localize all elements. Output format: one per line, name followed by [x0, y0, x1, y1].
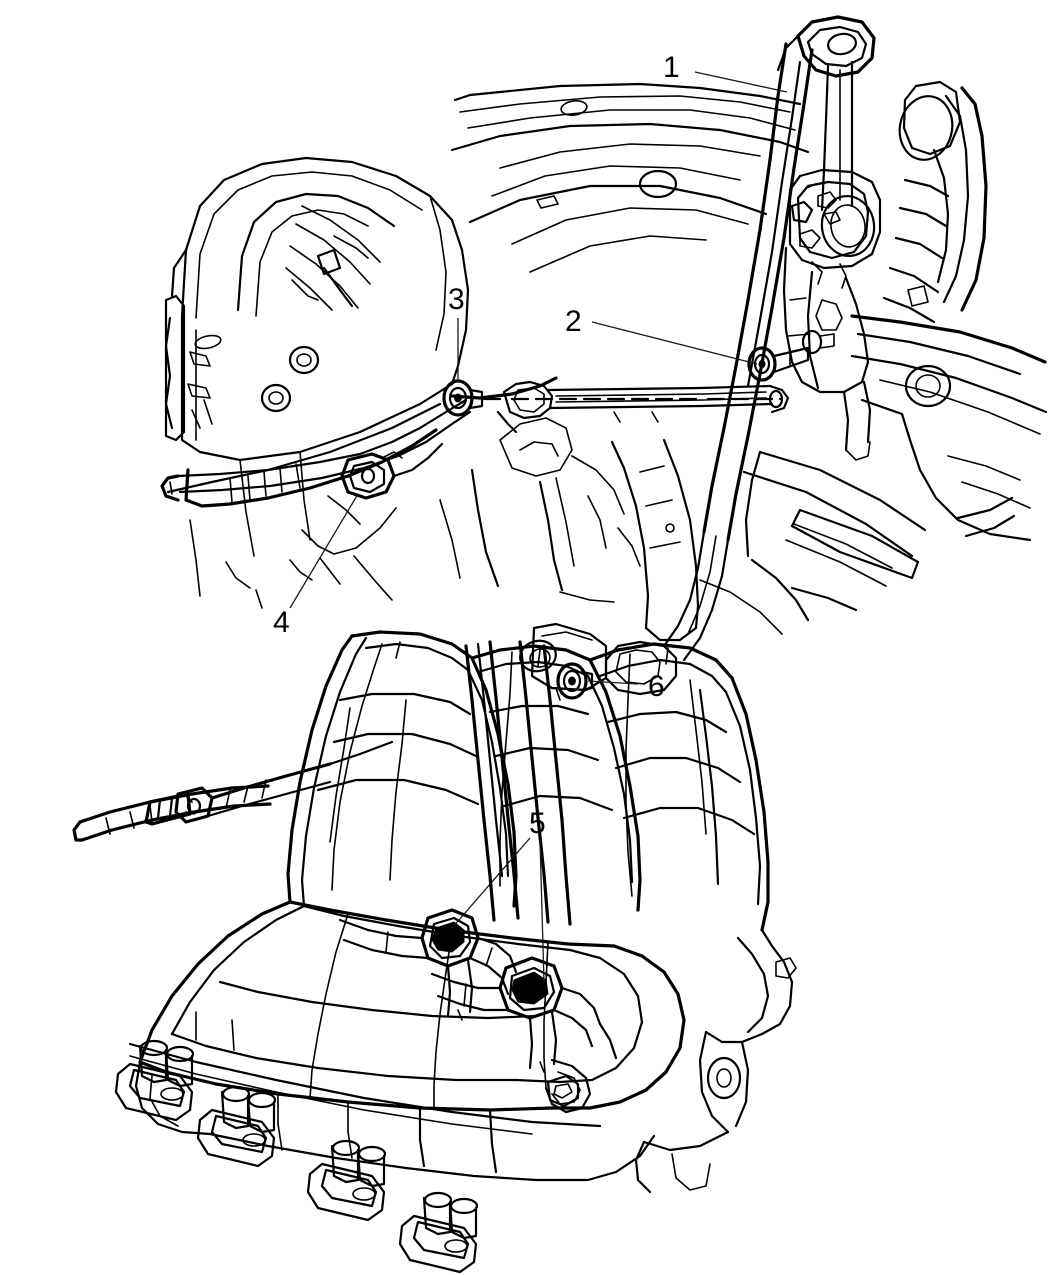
leader-1 — [694, 71, 788, 93]
leader-4 — [289, 493, 359, 609]
leader-lines-group — [289, 71, 788, 983]
seat-mounting-bracket — [306, 1139, 387, 1222]
callout-label-5: 5 — [529, 807, 546, 840]
fastener-group — [442, 329, 835, 434]
callout-label-4: 4 — [273, 606, 290, 639]
rear-seat-group — [72, 630, 797, 1274]
leader-6 — [587, 680, 639, 685]
callout-label-2: 2 — [565, 305, 582, 338]
seat-mounting-bracket — [114, 1039, 195, 1122]
callout-label-6: 6 — [648, 670, 665, 703]
leader-5a — [451, 837, 531, 929]
seat-mounting-bracket — [196, 1085, 277, 1168]
seat-mounting-bracket — [398, 1191, 479, 1274]
leader-5b — [539, 839, 545, 983]
callout-label-1: 1 — [663, 51, 680, 84]
body-structure-group — [164, 80, 1048, 642]
shoulder-belt-and-retractor-group — [160, 15, 882, 701]
leader-2 — [591, 321, 758, 365]
callout-label-3: 3 — [448, 283, 465, 316]
